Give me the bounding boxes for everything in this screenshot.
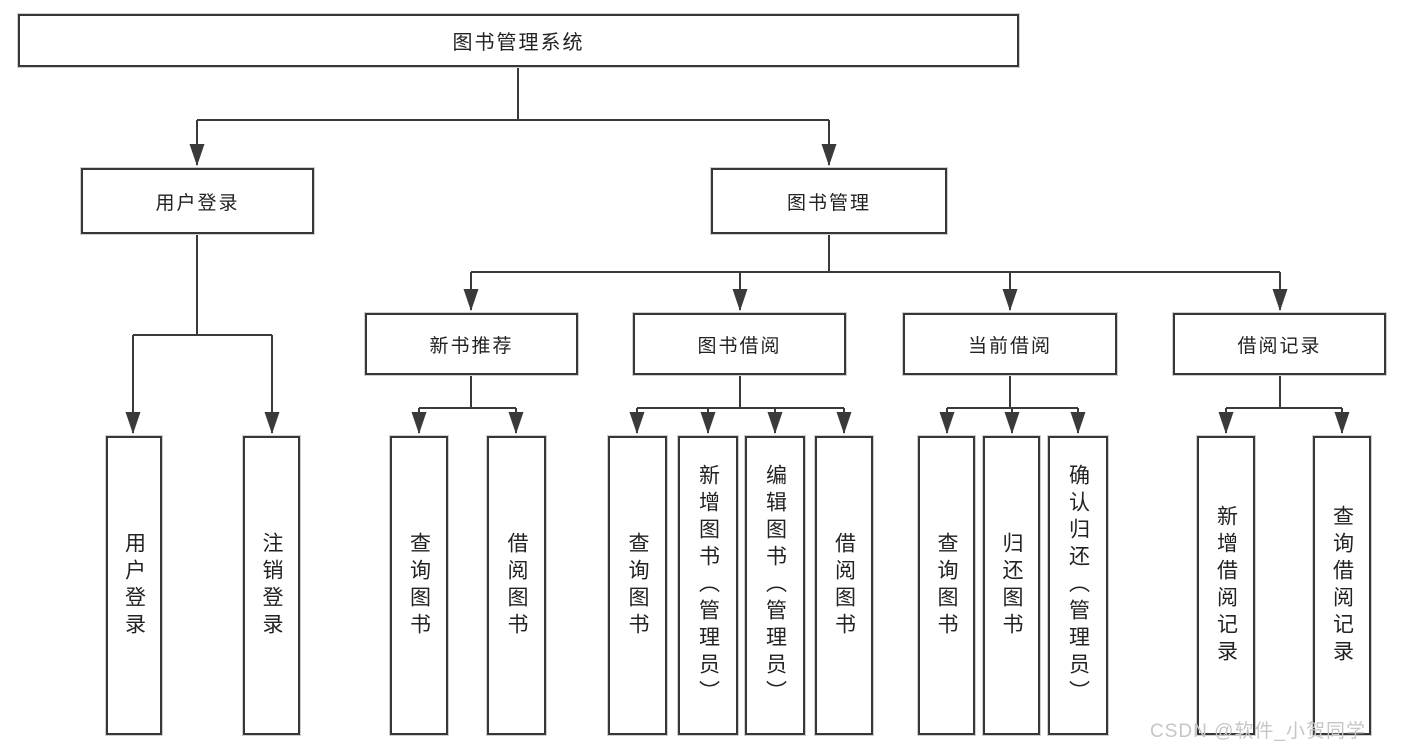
node-label: 当前借阅 xyxy=(967,335,1052,357)
leaf-label: 查询图书 xyxy=(626,531,649,640)
leaf-label: 注销登录 xyxy=(260,531,283,640)
leaf-confirm-return-admin: 确认归还（管理员） xyxy=(1048,436,1108,735)
node-label: 新书推荐 xyxy=(429,335,514,357)
node-borrowing-records: 借阅记录 xyxy=(1173,313,1386,375)
leaf-return-books: 归还图书 xyxy=(983,436,1040,735)
node-book-management-system: 图书管理系统 xyxy=(18,14,1019,67)
node-book-borrowing: 图书借阅 xyxy=(633,313,846,375)
leaf-label: 查询借阅记录 xyxy=(1330,504,1354,667)
leaf-label: 新增图书（管理员） xyxy=(696,464,720,707)
csdn-watermark: CSDN @软件_小贺同学 xyxy=(1150,721,1366,742)
leaf-label: 确认归还（管理员） xyxy=(1066,464,1090,707)
leaf-borrow-books-recommend: 借阅图书 xyxy=(487,436,546,735)
leaf-label: 归还图书 xyxy=(1000,531,1023,640)
node-label: 图书管理 xyxy=(786,192,871,214)
leaf-label: 查询图书 xyxy=(407,531,431,640)
leaf-query-books-current: 查询图书 xyxy=(918,436,975,735)
node-new-book-recommendation: 新书推荐 xyxy=(365,313,578,375)
leaf-label: 编辑图书（管理员） xyxy=(763,464,787,707)
leaf-query-books-borrow: 查询图书 xyxy=(608,436,667,735)
leaf-label: 借阅图书 xyxy=(505,531,528,640)
leaf-edit-book-admin: 编辑图书（管理员） xyxy=(745,436,805,735)
leaf-add-book-admin: 新增图书（管理员） xyxy=(678,436,738,735)
leaf-logout: 注销登录 xyxy=(243,436,300,735)
leaf-label: 用户登录 xyxy=(122,531,146,640)
node-current-borrowing: 当前借阅 xyxy=(903,313,1117,375)
leaf-borrow-books-borrow: 借阅图书 xyxy=(815,436,873,735)
node-label: 图书借阅 xyxy=(697,335,782,357)
leaf-label: 查询图书 xyxy=(935,531,958,640)
leaf-label: 借阅图书 xyxy=(832,531,856,640)
leaf-add-borrow-record: 新增借阅记录 xyxy=(1197,436,1255,735)
node-book-management: 图书管理 xyxy=(711,168,947,234)
node-label: 用户登录 xyxy=(155,192,240,214)
leaf-label: 新增借阅记录 xyxy=(1214,504,1238,667)
node-label: 图书管理系统 xyxy=(452,32,585,54)
leaf-user-login: 用户登录 xyxy=(106,436,162,735)
node-label: 借阅记录 xyxy=(1237,335,1322,357)
leaf-query-books-recommend: 查询图书 xyxy=(390,436,448,735)
leaf-query-borrow-record: 查询借阅记录 xyxy=(1313,436,1371,735)
node-user-login: 用户登录 xyxy=(81,168,314,234)
